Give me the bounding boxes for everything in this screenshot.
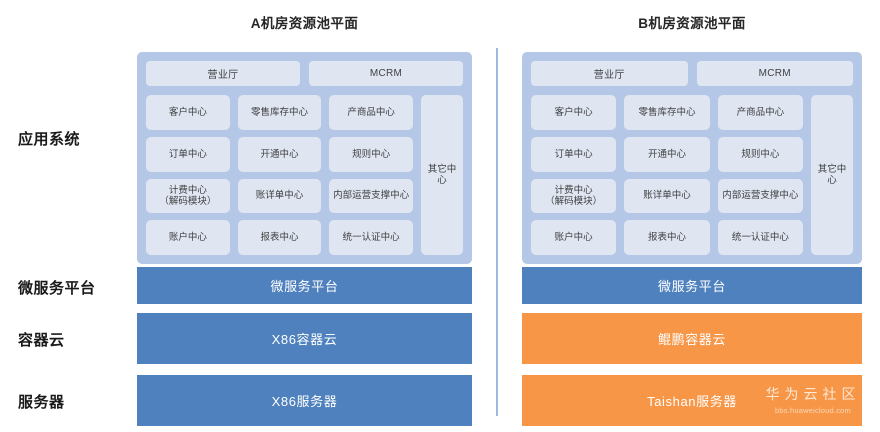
row-label-microservice-platform: 微服务平台 [18, 280, 96, 297]
bar-server-b[interactable]: Taishan服务器 [522, 375, 862, 426]
center-chip[interactable]: 客户中心 [146, 95, 230, 130]
center-chip[interactable]: 账详单中心 [624, 178, 710, 214]
top-chip-mcrm-b[interactable]: MCRM [696, 61, 853, 86]
center-chip[interactable]: 内部运营支撑中心 [717, 178, 803, 214]
center-grid-wrap-a: 客户中心 零售库存中心 产商品中心 订单中心 开通中心 规则中心 计费中心 （解… [146, 95, 463, 255]
bar-container-cloud-b[interactable]: 鲲鹏容器云 [522, 313, 862, 364]
center-grid-a: 客户中心 零售库存中心 产商品中心 订单中心 开通中心 规则中心 计费中心 （解… [146, 95, 413, 255]
bar-microservice-platform-b[interactable]: 微服务平台 [522, 267, 862, 304]
top-chip-business-hall-a[interactable]: 营业厅 [146, 61, 300, 86]
top-chip-row-b: 营业厅 MCRM [531, 61, 853, 86]
top-chip-business-hall-b[interactable]: 营业厅 [531, 61, 688, 86]
panel-title-a: A机房资源池平面 [250, 16, 359, 31]
center-chip[interactable]: 订单中心 [146, 136, 230, 172]
center-chip[interactable]: 账详单中心 [237, 178, 322, 214]
top-chip-row-a: 营业厅 MCRM [146, 61, 463, 86]
center-chip[interactable]: 统一认证中心 [717, 220, 803, 255]
row-label-application-system: 应用系统 [18, 131, 81, 148]
center-chip[interactable]: 零售库存中心 [237, 95, 322, 130]
center-chip[interactable]: 订单中心 [531, 136, 617, 172]
bar-container-cloud-a[interactable]: X86容器云 [137, 313, 472, 364]
application-panel-b: 营业厅 MCRM 客户中心 零售库存中心 产商品中心 订单中心 开通中心 规则中… [522, 52, 862, 264]
center-chip[interactable]: 开通中心 [237, 136, 322, 172]
center-chip[interactable]: 客户中心 [531, 95, 617, 130]
center-chip[interactable]: 规则中心 [717, 136, 803, 172]
center-chip[interactable]: 账户中心 [531, 220, 617, 255]
center-chip[interactable]: 内部运营支撑中心 [329, 178, 413, 214]
center-chip[interactable]: 规则中心 [329, 136, 413, 172]
bar-microservice-platform-a[interactable]: 微服务平台 [137, 267, 472, 304]
center-chip[interactable]: 计费中心 （解码模块） [146, 178, 230, 214]
other-center-chip-b[interactable]: 其它中心 [811, 95, 853, 255]
center-chip[interactable]: 零售库存中心 [624, 95, 710, 130]
application-panel-a: 营业厅 MCRM 客户中心 零售库存中心 产商品中心 订单中心 开通中心 规则中… [137, 52, 472, 264]
center-chip[interactable]: 报表中心 [237, 220, 322, 255]
bar-server-a[interactable]: X86服务器 [137, 375, 472, 426]
center-chip[interactable]: 计费中心 （解码模块） [531, 178, 617, 214]
center-chip[interactable]: 开通中心 [624, 136, 710, 172]
center-grid-wrap-b: 客户中心 零售库存中心 产商品中心 订单中心 开通中心 规则中心 计费中心 （解… [531, 95, 853, 255]
center-chip[interactable]: 报表中心 [624, 220, 710, 255]
other-center-chip-a[interactable]: 其它中心 [421, 95, 463, 255]
panel-title-b: B机房资源池平面 [638, 16, 746, 31]
center-chip[interactable]: 统一认证中心 [329, 220, 413, 255]
center-grid-b: 客户中心 零售库存中心 产商品中心 订单中心 开通中心 规则中心 计费中心 （解… [531, 95, 803, 255]
center-chip[interactable]: 账户中心 [146, 220, 230, 255]
center-chip[interactable]: 产商品中心 [717, 95, 803, 130]
top-chip-mcrm-a[interactable]: MCRM [309, 61, 463, 86]
center-chip[interactable]: 产商品中心 [329, 95, 413, 130]
panel-divider [496, 48, 498, 416]
row-label-container-cloud: 容器云 [18, 332, 65, 349]
row-label-server: 服务器 [18, 394, 65, 411]
